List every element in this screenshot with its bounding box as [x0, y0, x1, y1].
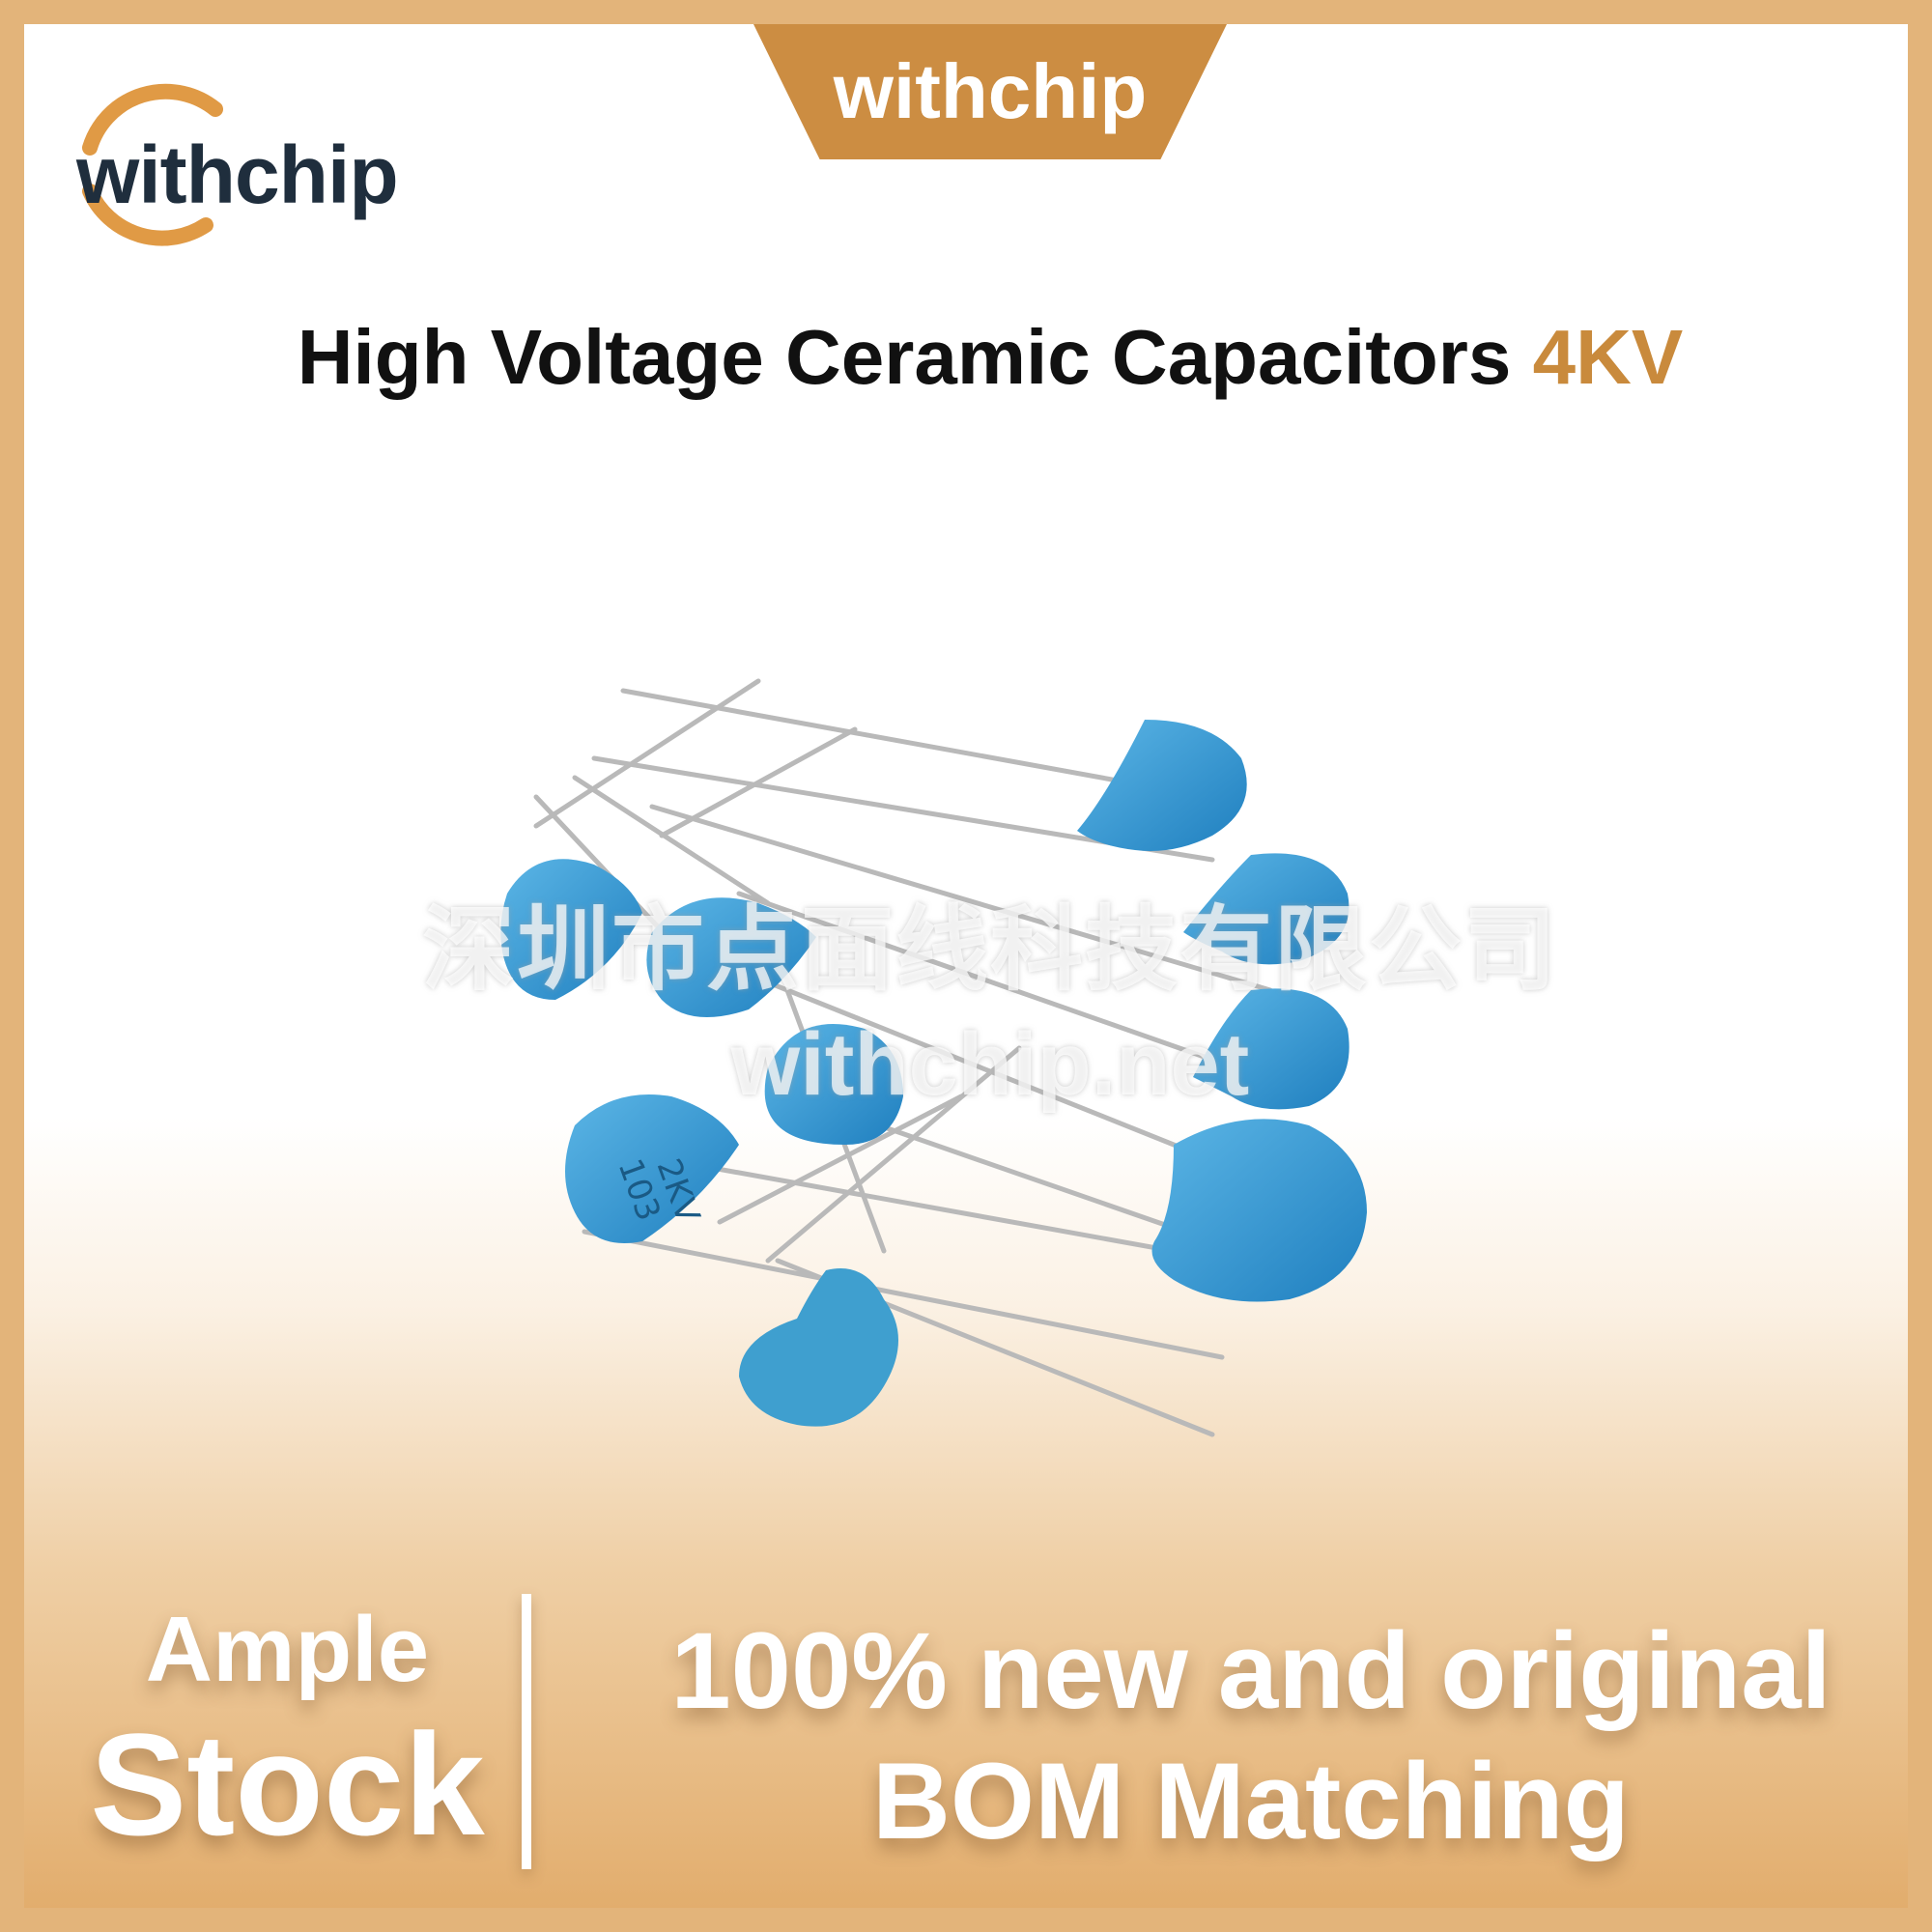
tagline-new-original: 100% new and original: [670, 1610, 1832, 1731]
stock-label: Stock: [90, 1703, 485, 1865]
capacitor-product-image: 103 2KV: [500, 678, 1367, 1437]
watermark-url: withchip.net: [730, 1015, 1250, 1114]
watermark-chinese: 深圳市点面线科技有限公司: [422, 898, 1558, 1002]
ample-label: Ample: [145, 1598, 430, 1701]
top-brand-tab: [753, 24, 1227, 159]
banner-panel: withchip withchip High Voltage Ceramic C…: [24, 24, 1908, 1908]
logo-arc-icon: [82, 83, 223, 246]
brand-logo: withchip: [71, 71, 418, 254]
tagline-bom-matching: BOM Matching: [872, 1741, 1630, 1861]
divider: [522, 1594, 531, 1869]
title-main: High Voltage Ceramic Capacitors: [297, 314, 1512, 400]
title-voltage: 4KV: [1532, 314, 1684, 400]
page-title: High Voltage Ceramic Capacitors 4KV: [24, 309, 1908, 406]
logo-wordmark: withchip: [76, 129, 399, 220]
top-brand-tab-label: withchip: [833, 48, 1148, 134]
